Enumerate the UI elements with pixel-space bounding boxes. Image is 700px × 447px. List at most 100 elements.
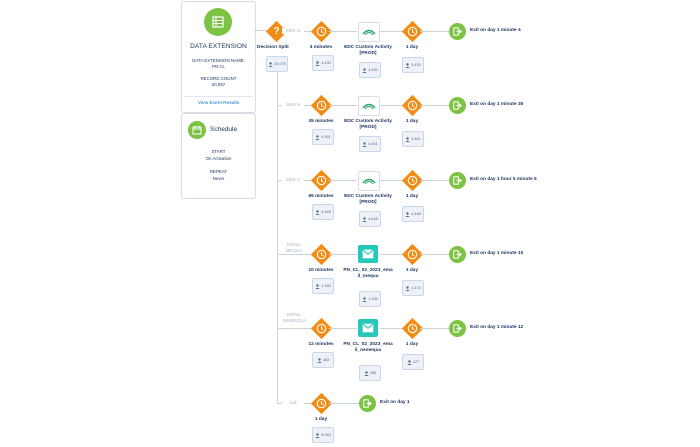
clock-icon xyxy=(402,95,423,116)
exit-node[interactable] xyxy=(359,394,376,412)
clock-icon xyxy=(311,318,332,339)
connector xyxy=(277,328,312,329)
wait-count-chip[interactable]: 4,461 xyxy=(402,131,424,147)
exit-label: Exit on day 1 minute 12 xyxy=(470,325,524,330)
clock-icon xyxy=(402,318,423,339)
branch-label: null xyxy=(282,400,304,406)
count-value: 1,189 xyxy=(321,284,331,288)
exit-node[interactable] xyxy=(449,319,466,337)
count-value: 4,448 xyxy=(368,217,378,221)
activity-count-chip[interactable]: 4,430 xyxy=(359,62,381,78)
connector xyxy=(329,254,357,255)
wait-label: 12 minutes xyxy=(308,342,334,347)
clock-icon xyxy=(311,95,332,116)
branch-label: SMS B xyxy=(282,102,304,108)
connector xyxy=(329,403,359,404)
exit-label: Exit on day 1 xyxy=(380,400,410,405)
connector xyxy=(420,31,449,32)
count-value: 1,174 xyxy=(411,286,421,290)
activity-label: EDC Custom Activity [PROD] xyxy=(344,45,392,56)
branch-label: EMAIL NEMEQUA xyxy=(283,312,307,324)
schedule-repeat-label: REPEAT xyxy=(209,169,228,174)
wait-count-chip[interactable]: 1,189 xyxy=(312,278,334,294)
wait-count-chip[interactable]: 5,063 xyxy=(312,427,334,443)
schedule-title: Schedule xyxy=(210,126,238,133)
connector xyxy=(329,31,357,32)
schedule-card[interactable]: Schedule START On Activation REPEAT Neve… xyxy=(181,113,256,199)
connector xyxy=(420,254,449,255)
exit-node[interactable] xyxy=(449,22,466,40)
wait-label: 4 minutes xyxy=(309,45,333,50)
wait-count-chip[interactable]: 4,430 xyxy=(312,55,334,71)
branch-label: SMS O xyxy=(282,28,304,34)
count-value: 4,448 xyxy=(321,210,331,214)
wait-label: 65 minutes xyxy=(308,194,334,199)
exit-label: Exit on day 1 hour 5 minute 5 xyxy=(470,177,537,182)
split-count: 20,075 xyxy=(274,62,286,66)
count-value: 483 xyxy=(322,358,330,362)
view-event-results-link[interactable]: View Event Results xyxy=(197,101,240,106)
connector xyxy=(380,254,405,255)
connector xyxy=(329,180,357,181)
activity-label: PN_CL_02_2023_email_nemequa xyxy=(343,342,393,353)
divider xyxy=(184,96,253,97)
wait-count-chip[interactable]: 1,174 xyxy=(402,280,424,296)
connector xyxy=(329,105,357,106)
wait-label: 1 day xyxy=(405,119,419,124)
exit-label: Exit on day 1 minute 4 xyxy=(470,28,521,33)
count-value: 4,461 xyxy=(368,142,378,146)
branch-label: SMS C xyxy=(282,177,304,183)
clock-icon xyxy=(311,393,332,414)
entry-title: DATA EXTENSION xyxy=(190,43,247,50)
email-activity-node[interactable] xyxy=(358,319,378,337)
split-count-chip[interactable]: 20,075 xyxy=(266,56,288,72)
wait-label: 1 day xyxy=(314,417,328,422)
wait-count-chip[interactable]: 483 xyxy=(312,352,334,368)
entry-name-label: DATA EXTENSION NAME: xyxy=(192,58,245,63)
entry-source-card[interactable]: DATA EXTENSION DATA EXTENSION NAME: PN C… xyxy=(181,1,256,113)
record-count-label: RECORD COUNT xyxy=(200,76,237,81)
exit-node[interactable] xyxy=(449,171,466,189)
activity-count-chip[interactable]: 483 xyxy=(359,365,381,381)
activity-label: PN_CL_02_2023_email_mequa xyxy=(343,268,393,279)
count-value: 4,461 xyxy=(321,135,331,139)
connector xyxy=(277,254,312,255)
question-icon: ? xyxy=(273,26,280,37)
wait-count-chip[interactable]: 4,448 xyxy=(312,204,334,220)
activity-count-chip[interactable]: 4,461 xyxy=(359,136,381,152)
wait-label: 10 minutes xyxy=(308,268,334,273)
schedule-start-value: On Activation xyxy=(205,156,232,161)
custom-activity-node[interactable] xyxy=(358,22,380,42)
count-value: 4,430 xyxy=(411,63,421,67)
clock-icon xyxy=(311,21,332,42)
record-count-value: 20,067 xyxy=(211,82,226,87)
wait-count-chip[interactable]: 477 xyxy=(402,354,424,370)
schedule-start-label: START xyxy=(211,149,226,154)
exit-label: Exit on day 1 minute 10 xyxy=(470,251,524,256)
clock-icon xyxy=(311,170,332,191)
branch-trunk xyxy=(277,72,278,402)
connector xyxy=(420,180,449,181)
clock-icon xyxy=(402,170,423,191)
custom-activity-node[interactable] xyxy=(358,171,380,191)
wait-count-chip[interactable]: 4,461 xyxy=(312,129,334,145)
connector xyxy=(380,328,405,329)
activity-count-chip[interactable]: 4,448 xyxy=(359,211,381,227)
wait-label: 35 minutes xyxy=(308,119,334,124)
exit-node[interactable] xyxy=(449,245,466,263)
custom-activity-node[interactable] xyxy=(358,96,380,116)
wait-count-chip[interactable]: 4,448 xyxy=(402,206,424,222)
activity-count-chip[interactable]: 1,189 xyxy=(359,291,381,307)
exit-node[interactable] xyxy=(449,96,466,114)
wait-label: 1 day xyxy=(405,194,419,199)
connector xyxy=(380,180,405,181)
clock-icon xyxy=(311,244,332,265)
schedule-repeat-value: Never xyxy=(212,176,225,181)
count-value: 483 xyxy=(369,371,377,375)
wait-count-chip[interactable]: 4,430 xyxy=(402,57,424,73)
email-activity-node[interactable] xyxy=(358,245,378,263)
count-value: 477 xyxy=(412,360,420,364)
count-value: 5,063 xyxy=(321,433,331,437)
wait-label: 1 day xyxy=(405,342,419,347)
data-extension-icon xyxy=(204,8,232,36)
